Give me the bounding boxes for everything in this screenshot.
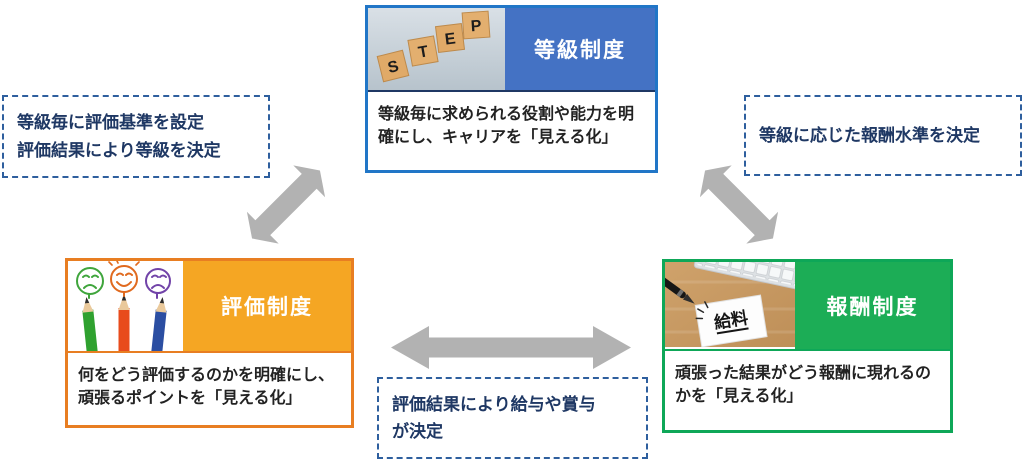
compensation-system-box: 給料 報酬制度 頑張った結果がどう報酬に現れるのかを「見える化」 [662,259,953,433]
grade-system-title: 等級制度 [505,8,655,90]
step-blocks-image: S T E P [368,8,505,90]
compensation-system-header: 給料 報酬制度 [665,262,950,351]
svg-text:S: S [386,58,401,77]
note-line: が決定 [392,422,443,441]
pencil-faces-icon [68,261,183,351]
grade-evaluation-note: 等級毎に評価基準を設定 評価結果により等級を決定 [2,95,270,178]
note-line: 等級に応じた報酬水準を決定 [759,125,980,145]
double-arrow-grade-compensation-icon [689,155,789,255]
evaluation-system-title: 評価制度 [183,261,351,351]
pencil-faces-image [68,261,183,351]
svg-text:T: T [417,43,430,61]
compensation-system-description: 頑張った結果がどう報酬に現れるのかを「見える化」 [665,351,950,430]
grade-system-box: S T E P [365,5,658,173]
svg-text:E: E [444,30,457,48]
evaluation-system-box: 評価制度 何をどう評価するのかを明確にし、頑張るポイントを「見える化」 [65,258,354,428]
evaluation-compensation-note: 評価結果により給与や賞与 が決定 [377,377,648,459]
salary-note-icon: 給料 [665,262,795,347]
note-line: 等級毎に評価基準を設定 [17,113,204,133]
grade-compensation-note: 等級に応じた報酬水準を決定 [744,95,1022,176]
double-arrow-evaluation-compensation-icon [391,326,631,369]
note-line: 評価結果により給与や賞与 [392,394,596,414]
grade-system-description: 等級毎に求められる役割や能力を明確にし、キャリアを「見える化」 [368,92,655,170]
double-arrow-grade-evaluation-icon [236,155,336,255]
compensation-system-title: 報酬制度 [795,262,950,349]
note-line: 評価結果により等級を決定 [17,140,221,160]
step-blocks-icon: S T E P [368,8,505,90]
grade-system-header: S T E P [368,8,655,92]
svg-text:P: P [470,18,482,36]
salary-note-image: 給料 [665,262,795,349]
evaluation-system-description: 何をどう評価するのかを明確にし、頑張るポイントを「見える化」 [68,353,351,425]
evaluation-system-header: 評価制度 [68,261,351,353]
